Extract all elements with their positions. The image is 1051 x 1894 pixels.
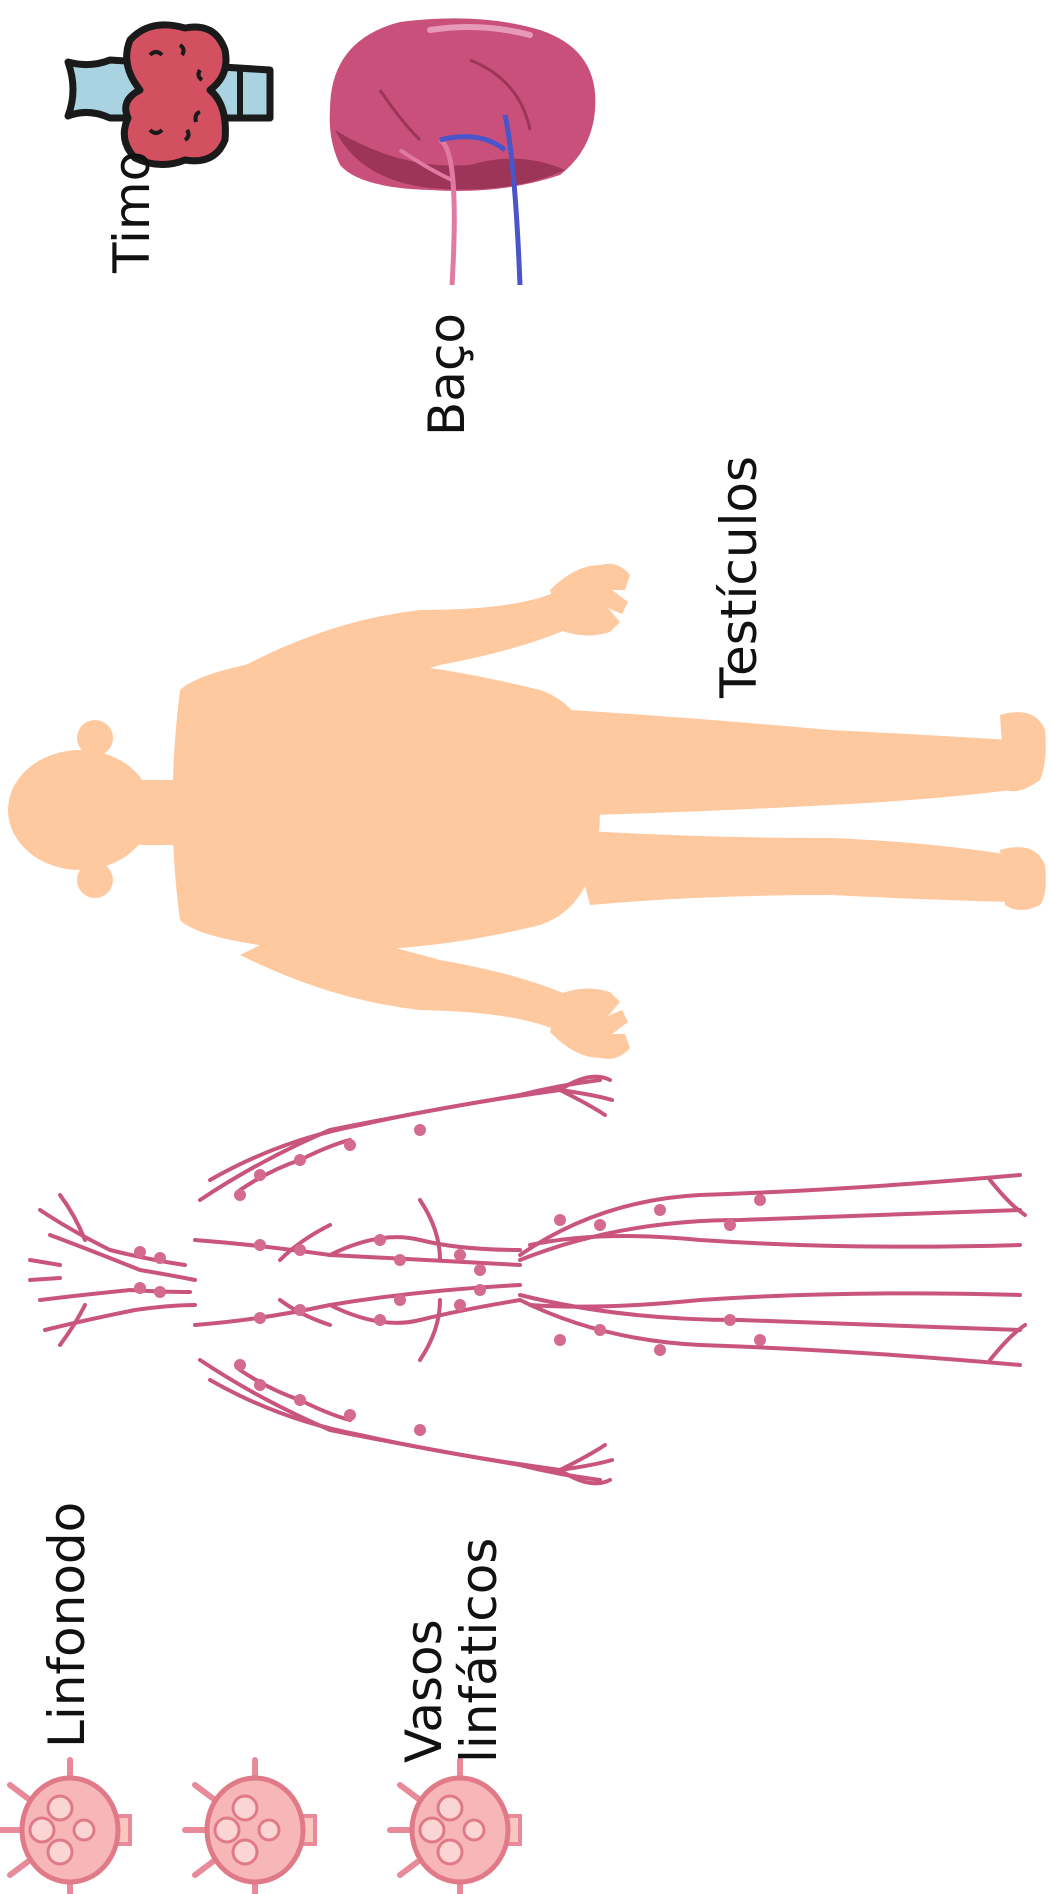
label-testes: Testículos [712, 448, 768, 698]
label-lymph-node: Linfonodo [40, 1488, 96, 1748]
lymph-node-icon-2 [185, 1760, 315, 1894]
lymph-node-icon-1 [0, 1760, 130, 1894]
lymph-node-icon-3 [390, 1760, 520, 1894]
spleen-icon [330, 18, 596, 285]
label-thymus: Timo [105, 163, 161, 273]
label-lymph-vessels-line2: linfáticos [452, 1573, 507, 1763]
label-lymph-vessels: Vasos linfáticos [397, 1573, 513, 1763]
label-lymph-vessels-line1: Vasos [397, 1573, 452, 1763]
lymphatic-vessels-network [30, 1077, 1025, 1484]
thymus-icon [68, 25, 270, 165]
label-spleen: Baço [420, 316, 476, 436]
human-body-silhouette [8, 564, 1046, 1059]
